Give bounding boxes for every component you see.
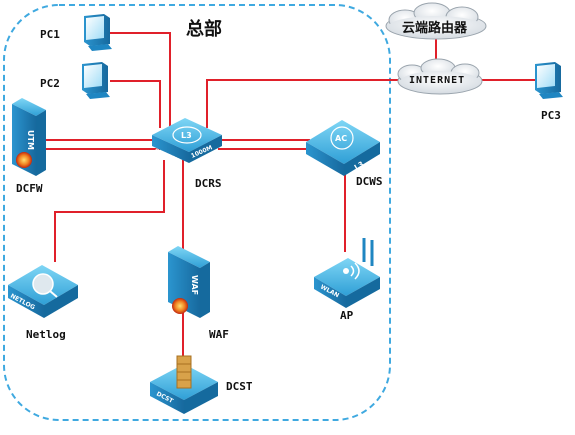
ac-core-mark: AC bbox=[335, 134, 347, 143]
dcrs-label: DCRS bbox=[195, 177, 222, 190]
dcst-label: DCST bbox=[226, 380, 253, 393]
hq-title: 总部 bbox=[186, 19, 222, 40]
link-dcrs-internet bbox=[206, 79, 404, 128]
utm-mark: UTM bbox=[26, 130, 35, 150]
pc3-label: PC3 bbox=[541, 109, 561, 122]
switch-icon: L3 SWITCH 1000M bbox=[152, 118, 222, 165]
wireless-controller-icon: AC L3 bbox=[306, 120, 380, 176]
pc1-label: PC1 bbox=[40, 28, 60, 41]
ac-side-mark: L3 bbox=[353, 160, 365, 172]
switch-core-mark: L3 bbox=[181, 131, 192, 140]
waf-mark: WAF bbox=[190, 275, 199, 295]
hq-boundary bbox=[3, 4, 391, 421]
pc1-icon bbox=[84, 14, 112, 51]
firewall-icon: UTM bbox=[12, 98, 46, 176]
netlog-label: Netlog bbox=[26, 328, 66, 341]
pc2-icon bbox=[82, 62, 110, 99]
waf-icon: WAF bbox=[168, 246, 210, 318]
dcws-label: DCWS bbox=[356, 175, 383, 188]
dcst-icon: DCST bbox=[150, 355, 218, 414]
netlog-icon: NETLOG bbox=[8, 265, 78, 318]
link-pc1-dcrs bbox=[110, 32, 171, 128]
pc3-icon bbox=[535, 62, 563, 99]
link-pc2-dcrs bbox=[110, 80, 161, 128]
cloud-router-icon bbox=[385, 2, 487, 40]
dcfw-label: DCFW bbox=[16, 182, 43, 195]
internet-cloud-icon bbox=[397, 58, 483, 95]
access-point-icon: WLAN bbox=[314, 238, 380, 308]
waf-label: WAF bbox=[209, 328, 229, 341]
internet-label: INTERNET bbox=[409, 75, 466, 86]
link-dcrs-netlog bbox=[54, 160, 165, 262]
links bbox=[40, 32, 540, 356]
pc2-label: PC2 bbox=[40, 77, 60, 90]
cloud-router-label: 云端路由器 bbox=[402, 21, 468, 36]
ap-label: AP bbox=[340, 309, 354, 322]
